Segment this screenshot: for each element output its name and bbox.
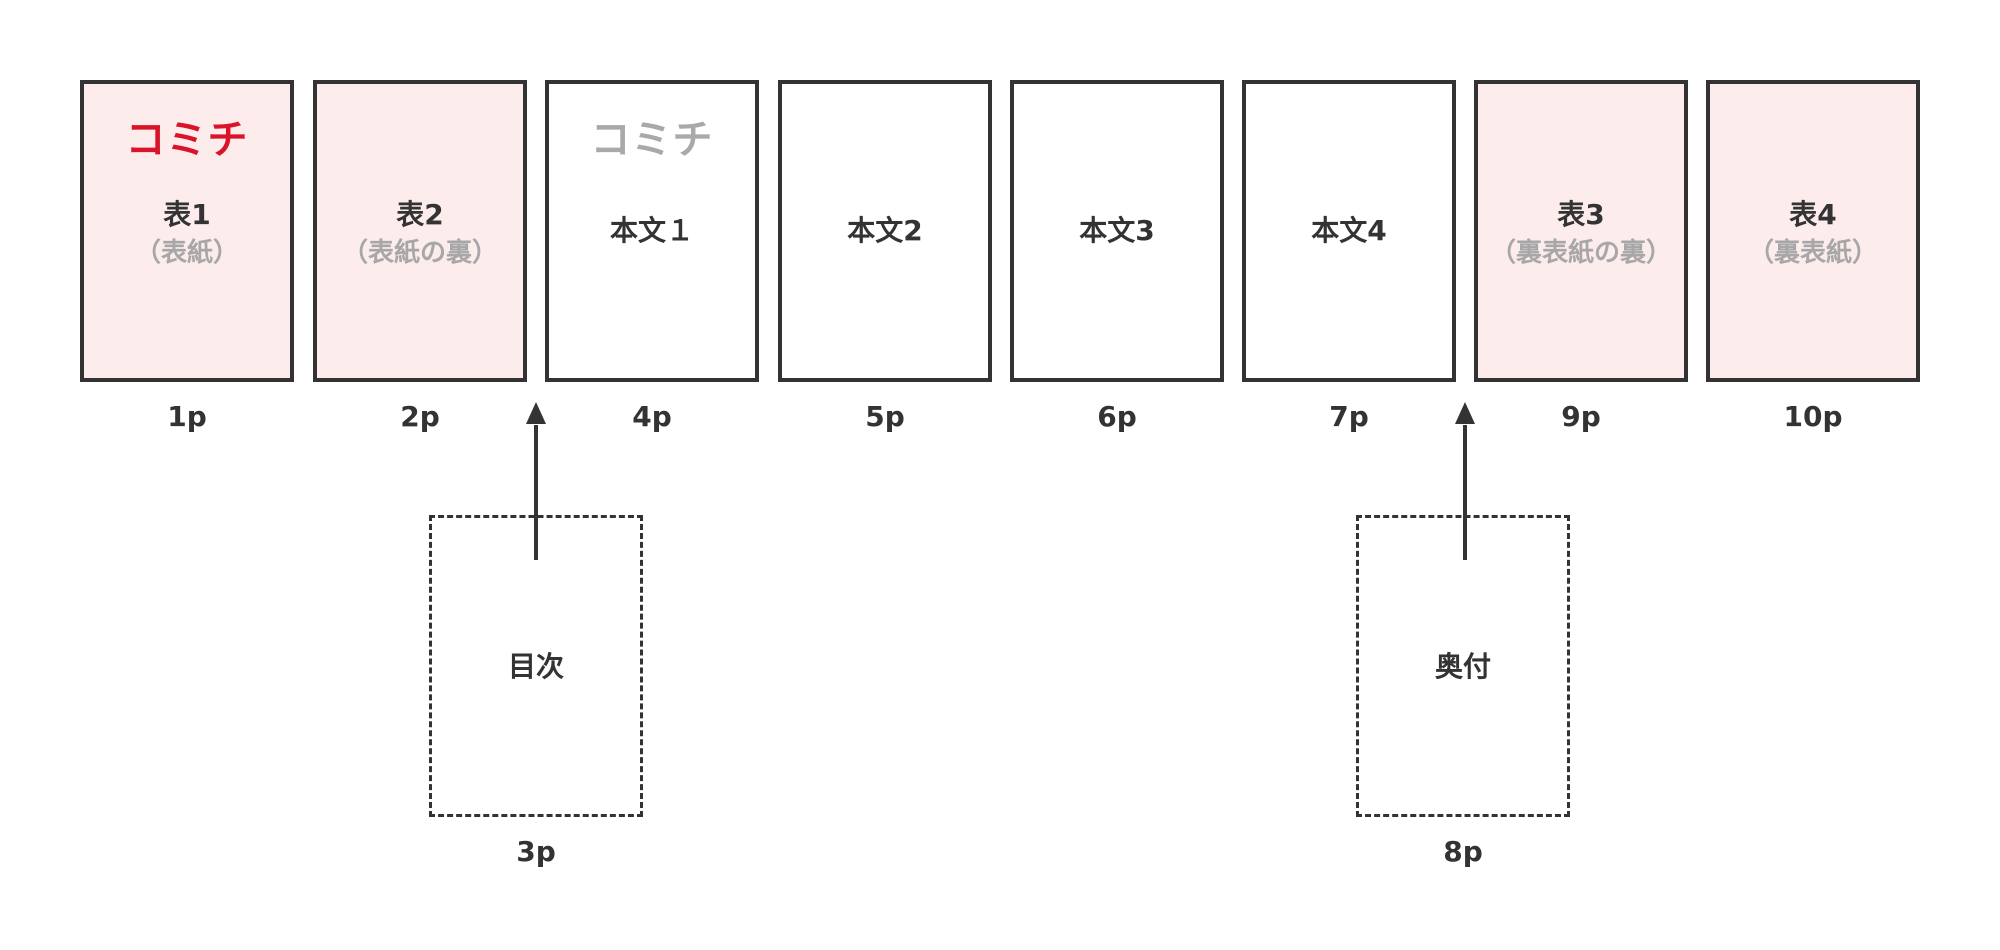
page-title-block: 本文2: [782, 212, 988, 250]
page-number-label: 8p: [1443, 835, 1483, 868]
page-title-block: 表1 （表紙）: [84, 196, 290, 272]
page-title: 表3: [1557, 198, 1605, 231]
page-title: 本文4: [1311, 214, 1387, 247]
page-subtitle: （表紙）: [134, 238, 239, 268]
page-number-label: 4p: [632, 400, 672, 433]
page-title-block: 表3 （裏表紙の裏）: [1478, 196, 1684, 272]
page-title: 表4: [1789, 198, 1837, 231]
page-title: 奥付: [1434, 650, 1491, 683]
page-number-label: 5p: [865, 400, 905, 433]
insert-arrow-contents: [526, 402, 546, 560]
page-cover-front: コミチ 表1 （表紙）: [80, 80, 294, 382]
page-title: 本文１: [609, 214, 694, 247]
page-title: 表1: [163, 198, 211, 231]
page-cover-inside-back: 表3 （裏表紙の裏）: [1474, 80, 1688, 382]
insert-arrow-colophon: [1455, 402, 1475, 560]
brand-logo: コミチ: [125, 117, 249, 163]
page-subtitle: （裏表紙）: [1747, 238, 1878, 268]
brand-logo-gray: コミチ: [590, 117, 714, 163]
page-number-label: 10p: [1783, 400, 1843, 433]
page-body-4: 本文4: [1242, 80, 1456, 382]
page-title-block: 表2 （表紙の裏）: [317, 196, 523, 272]
page-title: 本文3: [1079, 214, 1155, 247]
page-title-block: 表4 （裏表紙）: [1710, 196, 1916, 272]
page-number-label: 3p: [516, 835, 556, 868]
page-title-block: 目次: [432, 648, 640, 686]
page-number-label: 2p: [400, 400, 440, 433]
page-title: 本文2: [847, 214, 923, 247]
page-number-label: 9p: [1561, 400, 1601, 433]
page-body-1: コミチ 本文１: [545, 80, 759, 382]
page-body-2: 本文2: [778, 80, 992, 382]
page-subtitle: （表紙の裏）: [341, 238, 498, 268]
page-title-block: 本文3: [1014, 212, 1220, 250]
page-body-3: 本文3: [1010, 80, 1224, 382]
page-title: 目次: [507, 650, 564, 683]
page-cover-inside-front: 表2 （表紙の裏）: [313, 80, 527, 382]
page-title-block: 本文4: [1246, 212, 1452, 250]
page-number-label: 6p: [1097, 400, 1137, 433]
page-title-block: 奥付: [1359, 648, 1567, 686]
page-title-block: 本文１: [549, 212, 755, 250]
page-cover-back: 表4 （裏表紙）: [1706, 80, 1920, 382]
page-number-label: 7p: [1329, 400, 1369, 433]
page-subtitle: （裏表紙の裏）: [1489, 238, 1672, 268]
page-number-label: 1p: [167, 400, 207, 433]
page-title: 表2: [396, 198, 444, 231]
